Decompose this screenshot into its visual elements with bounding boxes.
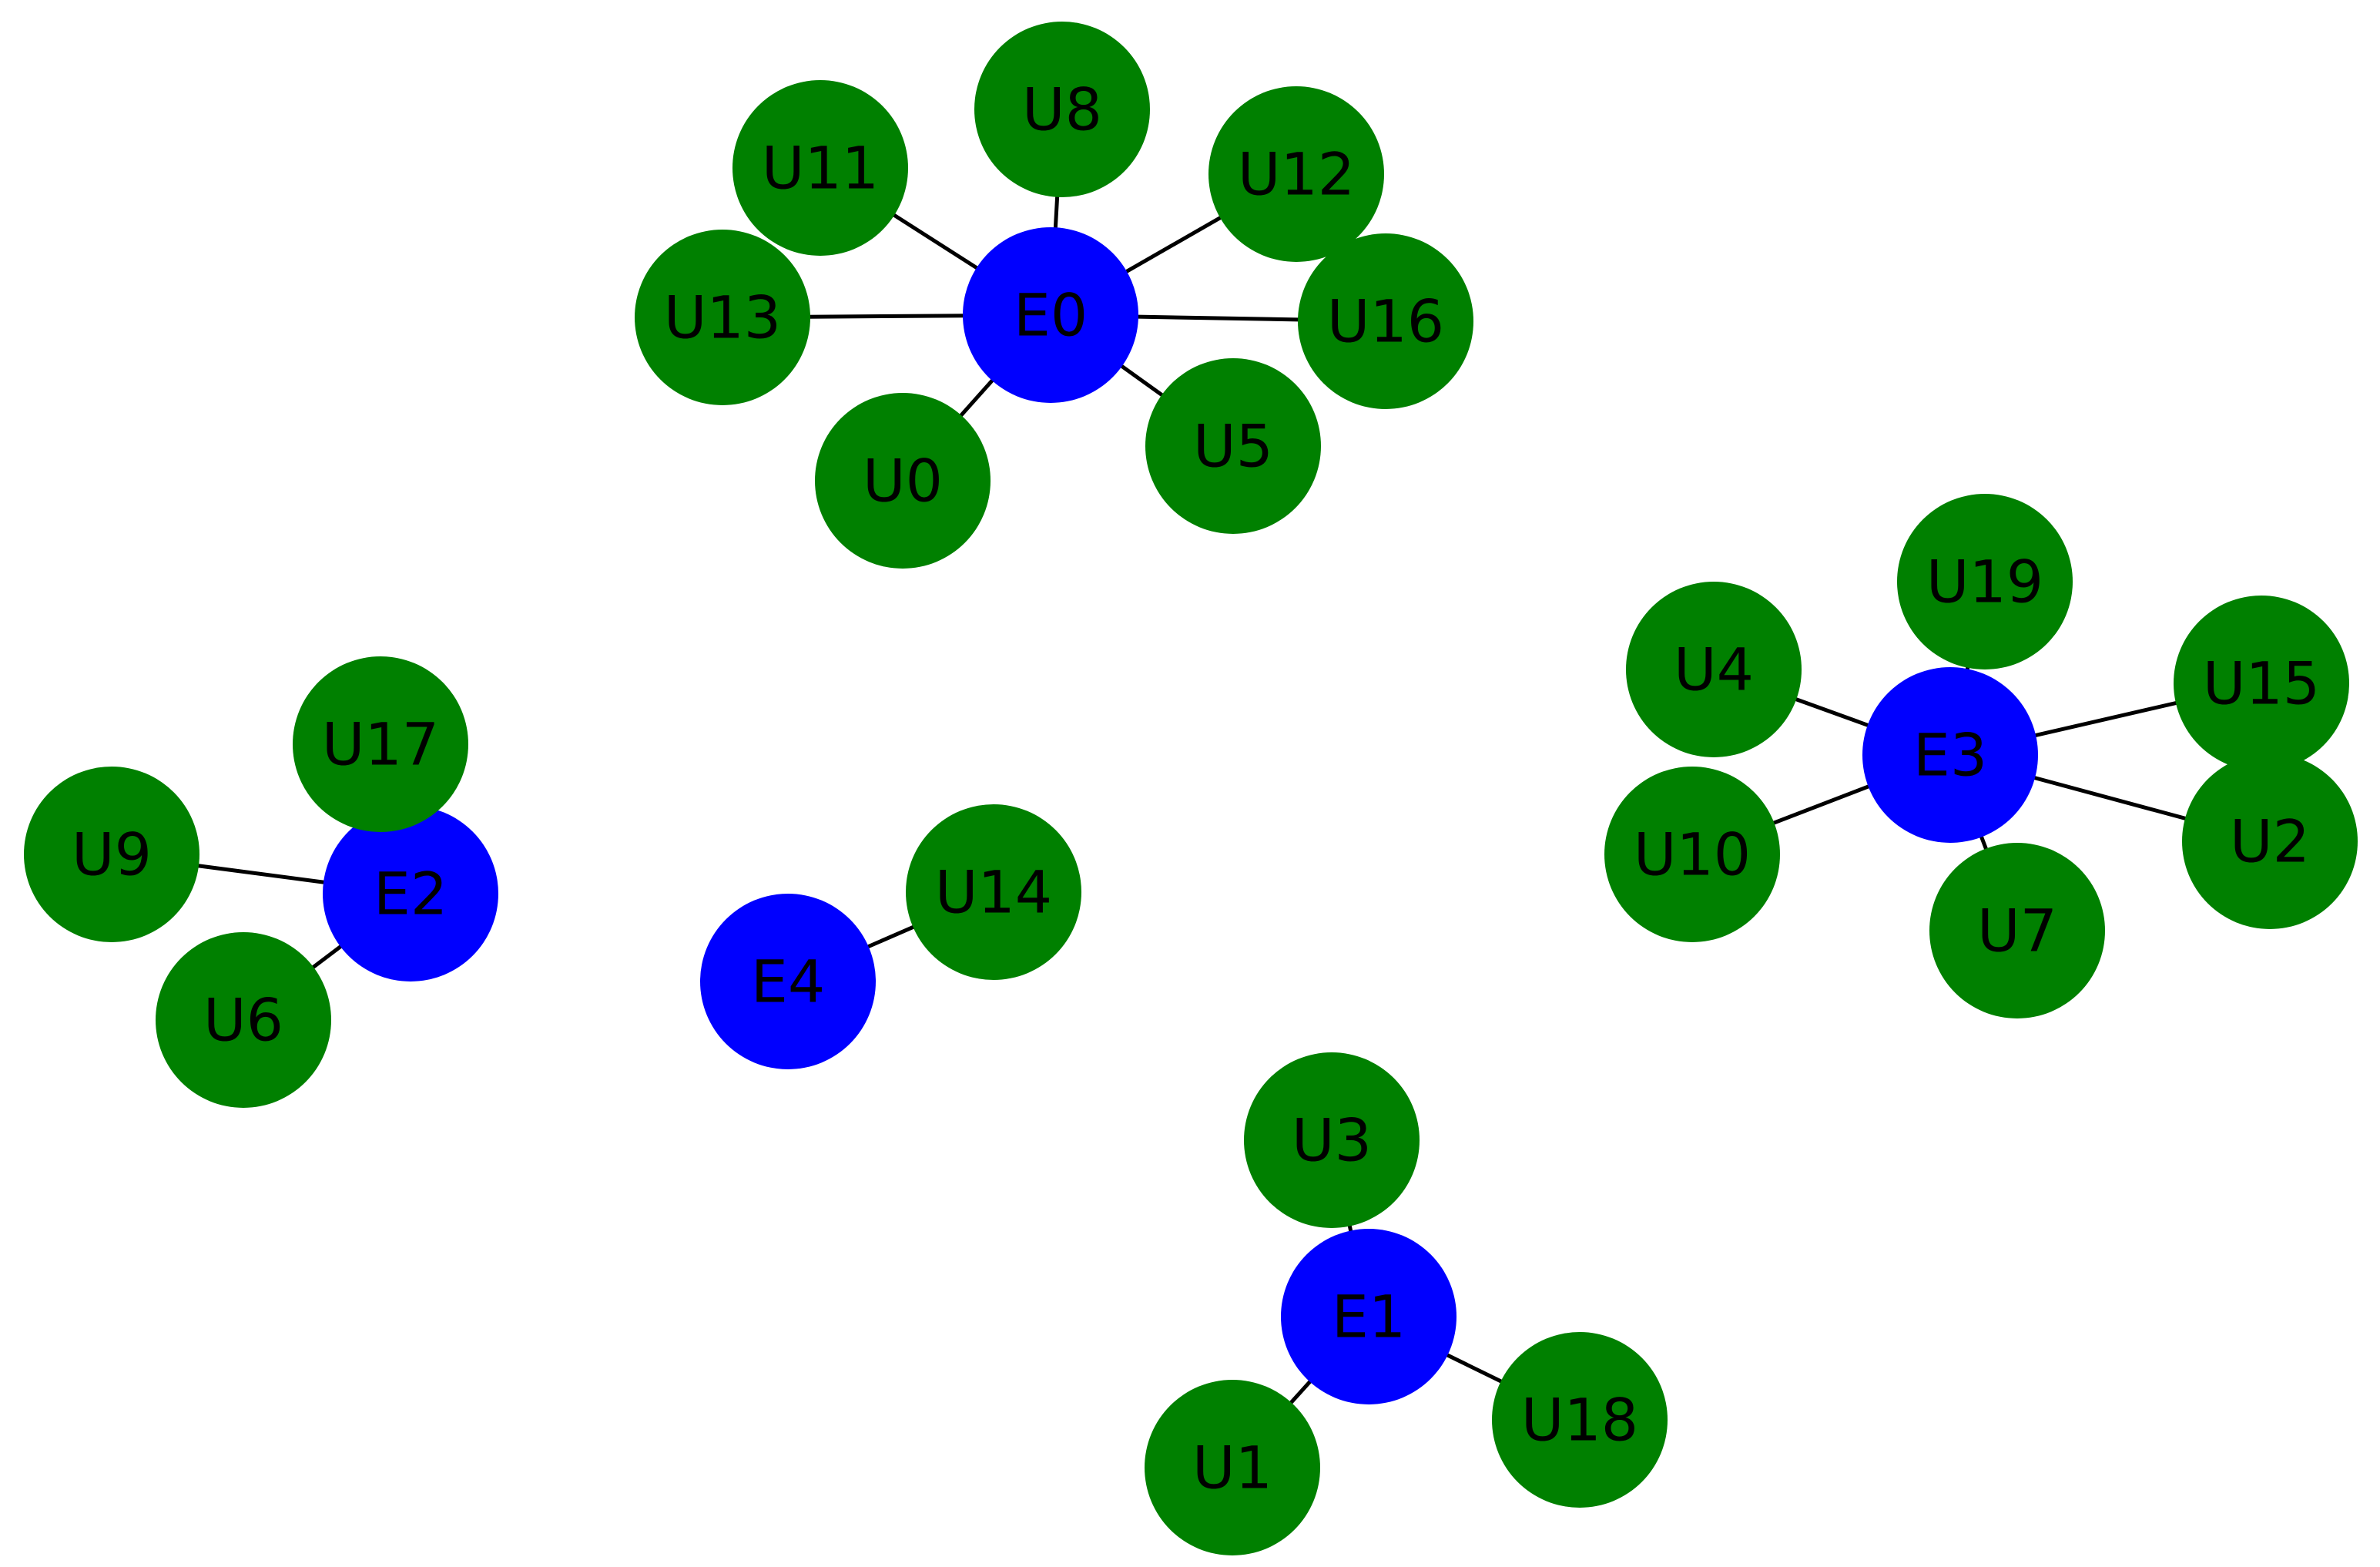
node-label-u13: U13	[664, 284, 781, 352]
node-e1: E1	[1281, 1229, 1456, 1404]
node-u18: U18	[1492, 1332, 1668, 1508]
node-circle-e2	[323, 806, 498, 981]
node-label-u6: U6	[203, 986, 283, 1055]
node-circle-u1	[1145, 1380, 1320, 1555]
node-label-u8: U8	[1022, 75, 1102, 144]
node-circle-u3	[1244, 1052, 1420, 1228]
node-e3: E3	[1862, 667, 2038, 843]
node-u11: U11	[732, 80, 908, 256]
node-label-u10: U10	[1634, 820, 1751, 889]
node-circle-u5	[1145, 358, 1321, 534]
node-label-u4: U4	[1674, 636, 1754, 704]
node-circle-u18	[1492, 1332, 1668, 1508]
node-u13: U13	[635, 230, 810, 405]
node-u5: U5	[1145, 358, 1321, 534]
node-circle-u12	[1208, 86, 1384, 262]
node-circle-u2	[2182, 753, 2358, 929]
node-circle-u8	[974, 22, 1150, 197]
node-label-u11: U11	[762, 134, 879, 203]
node-circle-e4	[700, 894, 876, 1069]
node-circle-u6	[156, 932, 331, 1108]
node-circle-u14	[906, 804, 1081, 980]
node-u19: U19	[1897, 494, 2073, 669]
node-label-u12: U12	[1238, 140, 1355, 209]
node-label-e2: E2	[374, 860, 448, 928]
node-u17: U17	[293, 656, 468, 832]
node-circle-u19	[1897, 494, 2073, 669]
node-circle-u10	[1604, 767, 1780, 942]
node-u16: U16	[1298, 233, 1473, 409]
node-label-e4: E4	[751, 948, 825, 1016]
node-label-u18: U18	[1521, 1386, 1638, 1455]
node-label-u0: U0	[863, 447, 943, 515]
node-label-u14: U14	[935, 858, 1052, 927]
node-circle-u15	[2174, 596, 2349, 771]
node-u15: U15	[2174, 596, 2349, 771]
node-u0: U0	[815, 393, 991, 569]
node-u3: U3	[1244, 1052, 1420, 1228]
node-circle-u11	[732, 80, 908, 256]
node-circle-u4	[1626, 582, 1802, 757]
node-label-e1: E1	[1332, 1283, 1406, 1351]
node-label-u5: U5	[1193, 412, 1273, 481]
node-circle-u0	[815, 393, 991, 569]
node-u10: U10	[1604, 767, 1780, 942]
node-label-u7: U7	[1977, 897, 2057, 965]
node-e2: E2	[323, 806, 498, 981]
node-label-u16: U16	[1327, 287, 1444, 356]
node-e0: E0	[963, 227, 1138, 403]
node-u9: U9	[24, 767, 199, 942]
node-u8: U8	[974, 22, 1150, 197]
node-circle-e0	[963, 227, 1138, 403]
node-label-u9: U9	[72, 820, 152, 889]
node-label-e3: E3	[1913, 721, 1987, 790]
node-circle-u9	[24, 767, 199, 942]
node-circle-u7	[1929, 843, 2105, 1018]
node-u12: U12	[1208, 86, 1384, 262]
node-circle-u16	[1298, 233, 1473, 409]
node-label-u1: U1	[1192, 1434, 1272, 1502]
node-circle-e1	[1281, 1229, 1456, 1404]
node-u7: U7	[1929, 843, 2105, 1018]
node-u4: U4	[1626, 582, 1802, 757]
node-circle-u13	[635, 230, 810, 405]
node-circle-e3	[1862, 667, 2038, 843]
node-label-u19: U19	[1926, 548, 2043, 616]
node-circle-u17	[293, 656, 468, 832]
node-label-u17: U17	[322, 710, 439, 779]
node-u14: U14	[906, 804, 1081, 980]
node-u6: U6	[156, 932, 331, 1108]
node-u1: U1	[1145, 1380, 1320, 1555]
node-label-e0: E0	[1014, 281, 1088, 350]
node-u2: U2	[2182, 753, 2358, 929]
node-e4: E4	[700, 894, 876, 1069]
node-label-u2: U2	[2230, 807, 2310, 876]
node-label-u3: U3	[1292, 1106, 1372, 1175]
node-label-u15: U15	[2203, 649, 2320, 718]
